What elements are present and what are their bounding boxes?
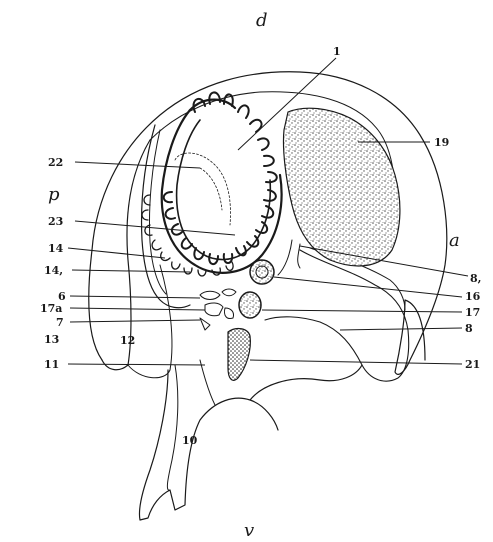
- label-8: 8: [465, 322, 473, 335]
- label-19: 19: [434, 136, 449, 149]
- label-14: 14: [48, 242, 64, 255]
- dotted-cavity: [175, 153, 230, 225]
- label-21: 21: [465, 358, 480, 371]
- label-7: 7: [56, 316, 64, 329]
- divider-line: [278, 240, 300, 275]
- label-8-1: 8,: [470, 272, 481, 285]
- label-17: 17: [465, 306, 480, 319]
- orient-left: p: [48, 184, 60, 205]
- structure-16: [250, 260, 274, 284]
- label-13: 13: [44, 333, 59, 346]
- orient-bottom: v: [244, 520, 254, 541]
- stalk-inner: [167, 360, 215, 490]
- label-23: 23: [48, 215, 63, 228]
- lower-loops: [142, 195, 233, 276]
- label-22: 22: [48, 156, 63, 169]
- spiral-loops: [164, 92, 277, 264]
- label-11: 11: [44, 358, 59, 371]
- stalk-outline: [139, 365, 362, 520]
- label-12: 12: [120, 334, 135, 347]
- orient-top: d: [256, 10, 268, 31]
- structure-17: [239, 292, 261, 318]
- central-small-structures: [200, 289, 236, 330]
- orient-right: a: [449, 230, 460, 251]
- label-17a: 17a: [40, 302, 62, 315]
- label-14-1: 14,: [44, 264, 63, 277]
- organ-19: [283, 108, 399, 266]
- label-16: 16: [465, 290, 481, 303]
- label-1: 1: [333, 45, 341, 58]
- label-10: 10: [182, 434, 198, 447]
- structure-21: [228, 329, 250, 381]
